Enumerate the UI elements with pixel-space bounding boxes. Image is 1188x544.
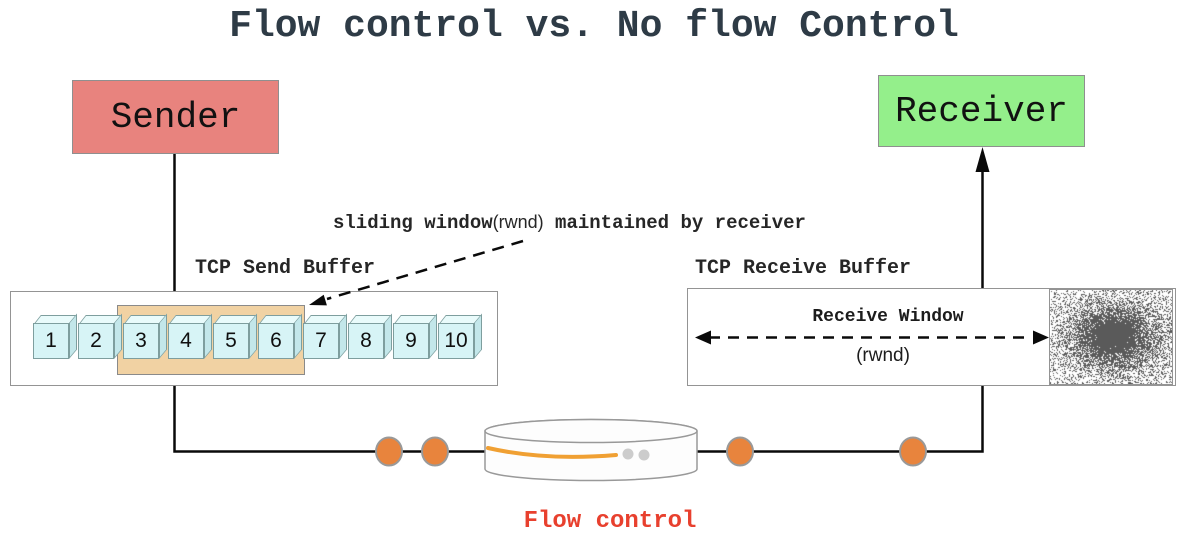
page-title: Flow control vs. No flow Control: [229, 5, 959, 48]
buffer-cell-number: 3: [123, 323, 159, 359]
sender-node: Sender: [72, 80, 279, 154]
pipe-dot: [622, 448, 634, 460]
cube-side-face: [429, 313, 437, 359]
buffer-cell: 10: [438, 313, 482, 359]
buffer-cell: 1: [33, 313, 77, 359]
sender-label: Sender: [110, 96, 241, 138]
annotation-text: sliding window: [333, 212, 493, 234]
receiver-node: Receiver: [878, 75, 1085, 147]
buffer-cell-number: 10: [438, 323, 474, 359]
packet-dot: [726, 436, 754, 467]
flow-control-caption: Flow control: [523, 508, 697, 535]
annotation-rwnd: (rwnd): [492, 212, 544, 232]
buffer-cell-number: 4: [168, 323, 204, 359]
pipe-dot: [638, 449, 650, 461]
send-buffer-label: TCP Send Buffer: [195, 257, 376, 280]
buffer-cell: 9: [393, 313, 437, 359]
cube-side-face: [384, 313, 392, 359]
buffered-data-noise: [1049, 289, 1173, 385]
packet-dot: [899, 436, 927, 467]
packet-dot: [421, 436, 449, 467]
network-pipe-icon: [484, 418, 698, 482]
cube-side-face: [114, 313, 122, 359]
buffer-cell-number: 5: [213, 323, 249, 359]
buffer-cell: 7: [303, 313, 347, 359]
buffer-cell-number: 6: [258, 323, 294, 359]
receiver-label: Receiver: [895, 90, 1068, 132]
cube-side-face: [474, 313, 482, 359]
cube-side-face: [294, 313, 302, 359]
buffer-cell-number: 9: [393, 323, 429, 359]
buffer-cell: 2: [78, 313, 122, 359]
up-arrowhead-into-receiver: [975, 147, 990, 172]
receive-window-label: Receive Window: [812, 307, 964, 327]
sliding-window-annotation: sliding window(rwnd) maintained by recei…: [333, 212, 806, 234]
buffer-cell: 5: [213, 313, 257, 359]
buffer-cell: 6: [258, 313, 302, 359]
buffer-cell: 8: [348, 313, 392, 359]
receive-window-rwnd-label: (rwnd): [856, 345, 910, 366]
buffer-cell: 4: [168, 313, 212, 359]
receive-buffer: Receive Window (rwnd): [687, 288, 1176, 386]
buffer-cell-number: 8: [348, 323, 384, 359]
cube-side-face: [204, 313, 212, 359]
buffer-cell-number: 1: [33, 323, 69, 359]
buffer-cell-number: 2: [78, 323, 114, 359]
packet-dot: [375, 436, 403, 467]
noise-texture: [1050, 290, 1172, 384]
buffer-cell: 3: [123, 313, 167, 359]
buffer-cell-number: 7: [303, 323, 339, 359]
cube-side-face: [249, 313, 257, 359]
cube-side-face: [69, 313, 77, 359]
cube-side-face: [339, 313, 347, 359]
annotation-text: maintained by receiver: [543, 212, 806, 234]
cube-side-face: [159, 313, 167, 359]
pipe-accent-line: [486, 446, 618, 459]
receive-buffer-label: TCP Receive Buffer: [695, 257, 912, 280]
